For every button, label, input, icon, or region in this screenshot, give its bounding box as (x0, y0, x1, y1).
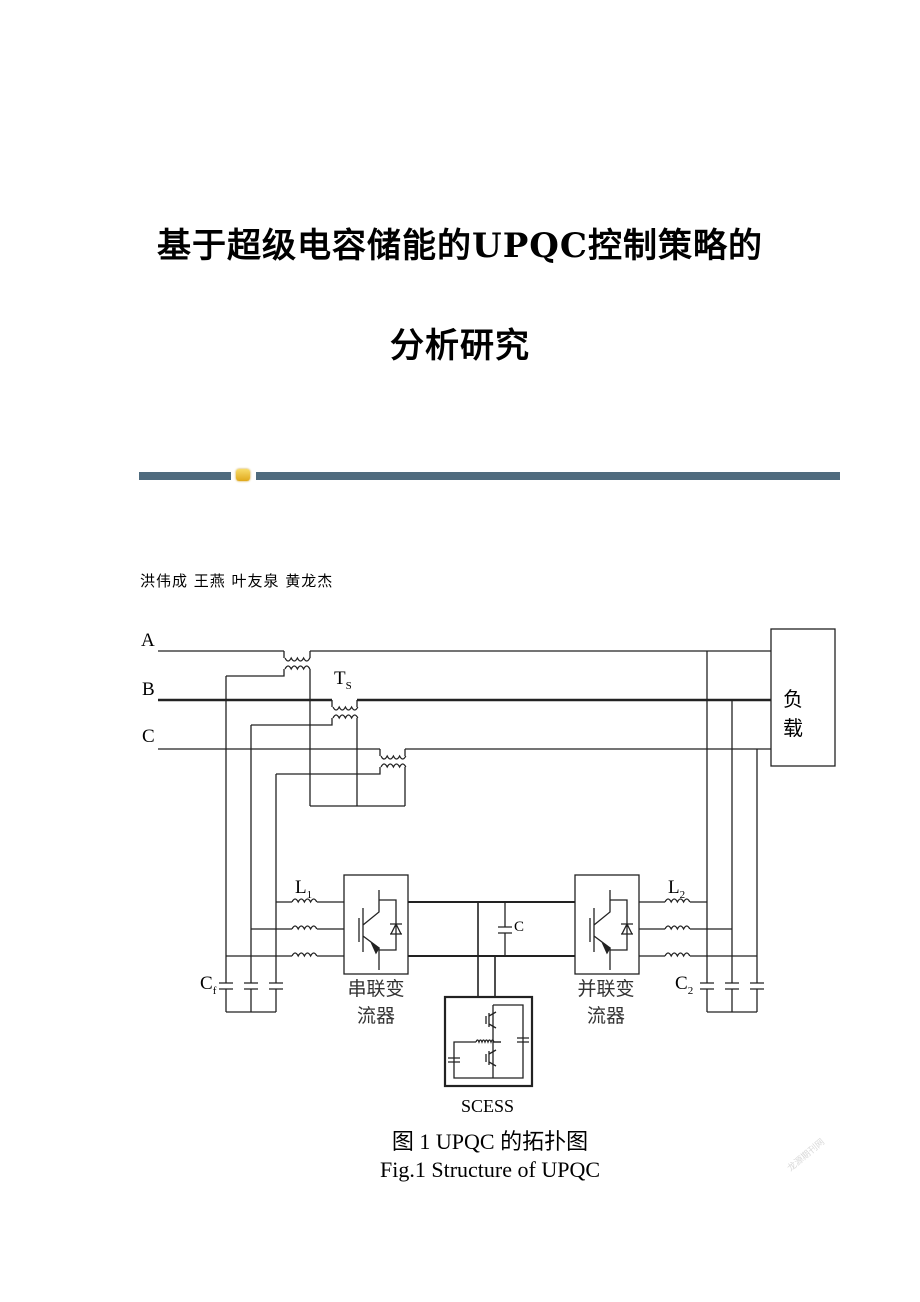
shunt-side-filter (639, 651, 764, 1013)
series-transformers (226, 651, 407, 807)
c2-sub: 2 (687, 984, 694, 997)
title-line-2: 分析研究 (390, 326, 530, 366)
c2-label: C2 (675, 973, 693, 997)
c1-label: Cf (200, 973, 216, 997)
c1-main: C (200, 973, 213, 994)
l1-sub: 1 (306, 888, 313, 901)
shunt-converter-line2: 流器 (586, 1006, 625, 1027)
dc-link (408, 901, 575, 997)
series-converter-symbol (343, 874, 409, 975)
c1-sub: f (212, 984, 217, 997)
shunt-converter-symbol (574, 874, 640, 975)
shunt-converter-label: 并联变流器 (570, 976, 642, 1030)
authors: 洪伟成 王燕 叶友泉 黄龙杰 (140, 572, 334, 590)
series-converter-line2: 流器 (356, 1006, 395, 1027)
series-converter-label: 串联变流器 (340, 976, 412, 1030)
load-box (770, 628, 836, 767)
transformer-label-sub: S (345, 679, 352, 692)
transformer-label: TS (334, 668, 352, 692)
transformer-label-main: T (334, 668, 346, 689)
phase-c-label: C (142, 726, 155, 747)
divider-right (256, 472, 840, 480)
caption-chinese: 图 1 UPQC 的拓扑图 (391, 1129, 589, 1154)
l1-label: L1 (295, 877, 312, 901)
l2-label: L2 (668, 877, 685, 901)
scess-label: SCESS (461, 1096, 515, 1116)
load-label: 负载 (783, 689, 803, 740)
caption-english: Fig.1 Structure of UPQC (380, 1157, 600, 1182)
divider-ornament-icon (236, 469, 250, 481)
dc-capacitor-label: C (514, 919, 525, 935)
phase-b-label: B (142, 679, 155, 700)
l2-sub: 2 (679, 888, 686, 901)
series-converter-line1: 串联变 (347, 979, 405, 1000)
series-side-filter (219, 676, 344, 1013)
phase-a-label: A (141, 630, 155, 651)
l2-main: L (668, 877, 680, 898)
shunt-converter-line1: 并联变 (577, 979, 635, 1000)
c2-main: C (675, 973, 688, 994)
l1-main: L (295, 877, 307, 898)
title-line-1: 基于超级电容储能的UPQC控制策略的 (157, 226, 763, 266)
phase-lines (158, 650, 771, 750)
scess-symbol (443, 995, 534, 1088)
divider-left (139, 472, 231, 480)
